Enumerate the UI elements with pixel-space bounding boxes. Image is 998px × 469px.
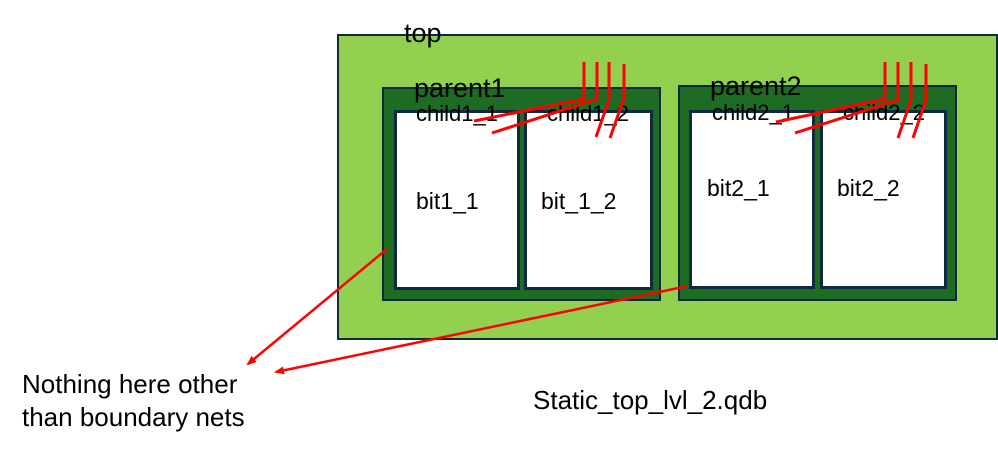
annotation-line-1: Nothing here other bbox=[22, 369, 238, 399]
child1-2-block bbox=[524, 110, 653, 290]
net-line bbox=[911, 64, 928, 139]
annotation-arrow-2 bbox=[274, 284, 689, 375]
parent1-label: parent1 bbox=[414, 73, 506, 103]
net-line bbox=[896, 62, 913, 139]
annotation-note: Nothing here other than boundary nets bbox=[22, 368, 245, 434]
bit2-2-label: bit2_2 bbox=[837, 175, 900, 201]
top-label: top bbox=[404, 18, 442, 48]
bit2-1-label: bit2_1 bbox=[707, 175, 770, 201]
bit1-2-label: bit_1_2 bbox=[541, 188, 617, 214]
parent2-label: parent2 bbox=[710, 71, 802, 101]
annotation-line-2: than boundary nets bbox=[22, 402, 245, 432]
bit1-1-label: bit1_1 bbox=[416, 188, 479, 214]
net-line bbox=[473, 62, 586, 123]
child2-1-label: child2_1 bbox=[712, 100, 794, 125]
net-line bbox=[794, 62, 900, 135]
child1-1-block bbox=[394, 110, 520, 290]
annotation-arrow-1 bbox=[246, 248, 388, 366]
net-line bbox=[491, 62, 599, 135]
net-line bbox=[594, 62, 611, 138]
filename-label: Static_top_lvl_2.qdb bbox=[533, 385, 768, 415]
net-line bbox=[608, 64, 626, 139]
child2-1-block bbox=[689, 110, 815, 289]
child2-2-block bbox=[820, 110, 947, 289]
net-line bbox=[775, 62, 887, 124]
